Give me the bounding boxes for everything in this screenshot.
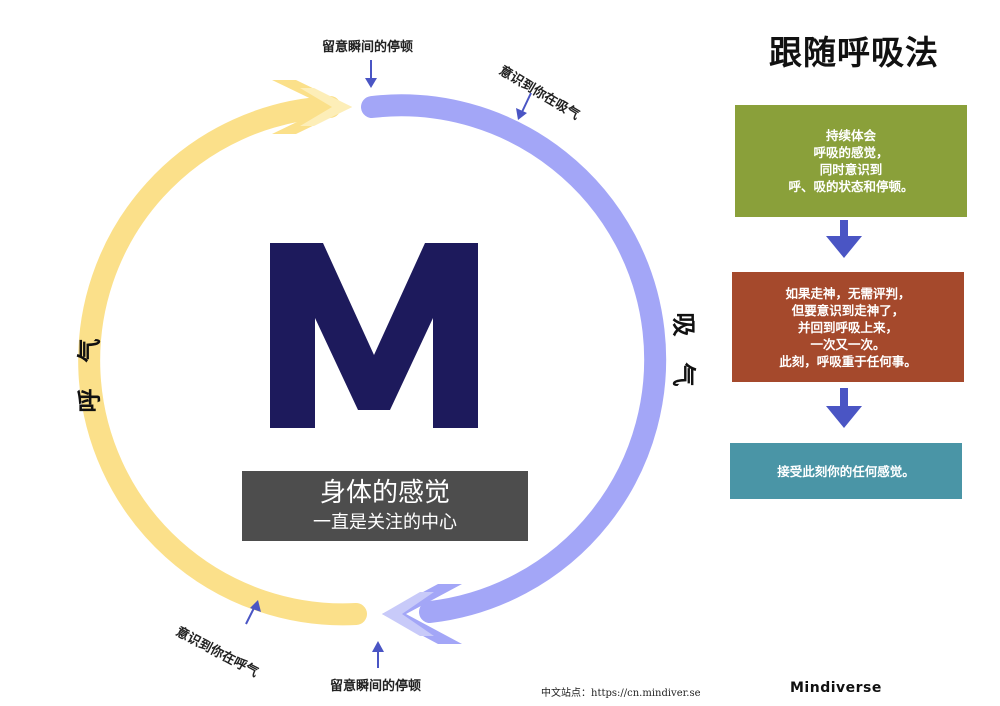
inhale-arc (361, 94, 667, 623)
bottom-pause-label: 留意瞬间的停顿 (330, 679, 422, 694)
step-text-3: 接受此刻你的任何感觉。 (777, 463, 915, 479)
exhale-arrowhead-icon (272, 80, 352, 134)
step-card-1: 持续体会 呼吸的感觉， 同时意识到 呼、吸的状态和停顿。 (735, 105, 967, 217)
bottom-pause-arrow-icon (372, 641, 384, 668)
caption-line2: 一直是关注的中心 (313, 512, 457, 533)
flow-arrow-icon (826, 220, 862, 258)
step-card-2: 如果走神，无需评判， 但要意识到走神了， 并回到呼吸上来， 一次又一次。 此刻，… (732, 272, 964, 382)
inhale-aware-arrow-icon (516, 92, 532, 120)
top-pause-label: 留意瞬间的停顿 (322, 40, 414, 55)
site-url: 中文站点：https://cn.mindiver.se (541, 688, 701, 699)
step-text-2: 如果走神，无需评判， 但要意识到走神了， 并回到呼吸上来， 一次又一次。 此刻，… (779, 285, 917, 369)
step-text-1: 持续体会 呼吸的感觉， 同时意识到 呼、吸的状态和停顿。 (788, 128, 914, 194)
body-sensation-caption: 身体的感觉 一直是关注的中心 (242, 471, 528, 541)
inhale-arrowhead-icon (382, 584, 462, 644)
exhale-aware-arrow-icon (245, 600, 261, 625)
step-card-3: 接受此刻你的任何感觉。 (730, 443, 962, 499)
page-title: 跟随呼吸法 (769, 33, 939, 72)
exhale-arc (78, 96, 367, 626)
exhale-side-label: 呼气 (75, 312, 104, 413)
flow-arrow-icon (826, 388, 862, 428)
top-pause-arrow-icon (365, 60, 377, 88)
brand-logo: Mindiverse (790, 680, 882, 696)
m-letter-logo (270, 243, 478, 428)
inhale-side-label: 吸气 (669, 312, 698, 413)
caption-line1: 身体的感觉 (319, 478, 450, 508)
